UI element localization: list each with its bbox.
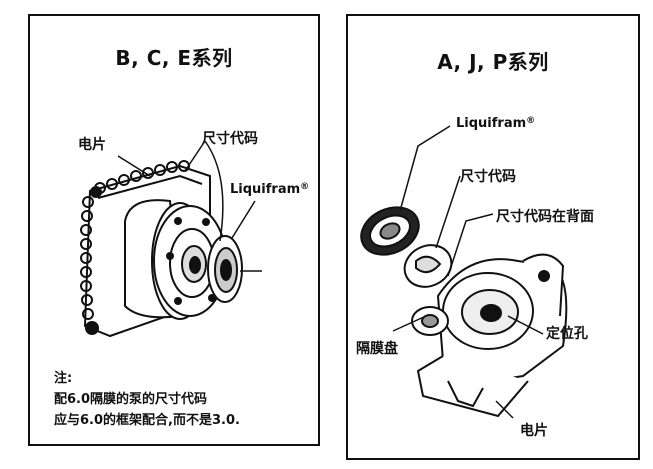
size-code-disc [403, 244, 453, 288]
panel-title-ajp: A, J, P系列 [437, 50, 549, 74]
liquifram-text: Liquifram [456, 116, 527, 131]
leader-lines [392, 125, 544, 419]
note-line-2: 应与6.0的框架配合,而不是3.0. [54, 413, 240, 428]
liquifram-text: Liquifram [230, 182, 301, 197]
diaphragm-disc-part [411, 306, 449, 336]
label-electrode-right: 电片 [520, 423, 548, 439]
label-size-code-left: 尺寸代码 [202, 131, 258, 147]
note-heading: 注: [54, 371, 73, 386]
panel-bce-series: B, C, E系列 [28, 14, 320, 446]
label-locating-hole: 定位孔 [546, 326, 588, 342]
frame-chain [80, 160, 190, 335]
pump-housing [416, 253, 568, 418]
ajp-pump-diagram [360, 125, 568, 419]
label-size-code-right: 尺寸代码 [460, 169, 516, 185]
bce-pump-diagram [80, 140, 262, 338]
label-diaphragm-disc: 隔膜盘 [356, 341, 398, 357]
registered-mark: ® [300, 182, 310, 192]
panel-title-bce: B, C, E系列 [115, 46, 233, 70]
note-line-1: 配6.0隔膜的泵的尺寸代码 [54, 392, 208, 407]
label-electrode-left: 电片 [78, 137, 106, 153]
label-liquifram-left: Liquifram® [230, 182, 309, 197]
registered-mark: ® [526, 116, 536, 126]
label-size-code-back: 尺寸代码在背面 [496, 209, 594, 225]
pump-housing [124, 199, 227, 320]
liquifram-disc [360, 206, 420, 256]
panel-ajp-series: A, J, P系列 [346, 14, 640, 460]
leader-lines [117, 140, 262, 272]
liquifram-disc [207, 235, 243, 303]
label-liquifram-right: Liquifram® [456, 116, 535, 131]
